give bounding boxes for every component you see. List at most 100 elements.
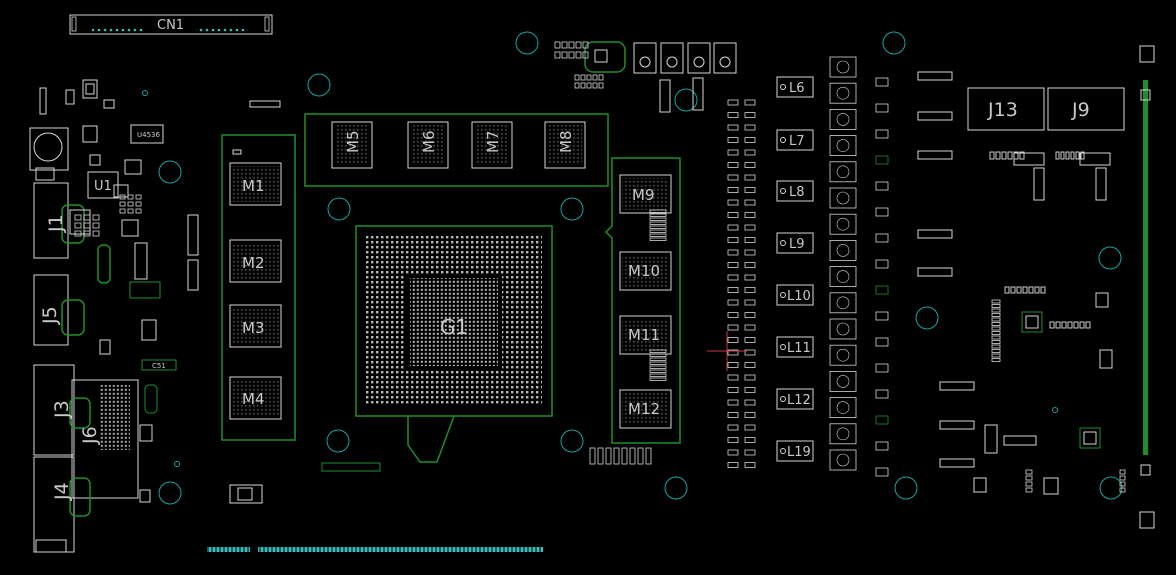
passive-components[interactable]: [74, 41, 1126, 493]
resistor[interactable]: [83, 214, 91, 221]
capacitor[interactable]: [875, 103, 889, 113]
resistor[interactable]: [744, 337, 756, 343]
resistor[interactable]: [649, 353, 667, 357]
resistor[interactable]: [598, 74, 604, 81]
resistor[interactable]: [127, 208, 134, 214]
resistor[interactable]: [649, 221, 667, 225]
memory-chip-m11[interactable]: M11: [619, 315, 672, 355]
resistor[interactable]: [582, 41, 589, 49]
resistor[interactable]: [127, 201, 134, 207]
resistor[interactable]: [1065, 151, 1070, 160]
resistor[interactable]: [744, 424, 756, 431]
resistor[interactable]: [92, 222, 100, 229]
memory-bank-left[interactable]: M1 M2 M3 M4: [221, 134, 296, 441]
resistor[interactable]: [1034, 286, 1040, 294]
resistor[interactable]: [727, 337, 739, 343]
resistor[interactable]: [649, 377, 667, 381]
capacitor[interactable]: [875, 415, 889, 425]
capacitor[interactable]: [875, 337, 889, 347]
resistor[interactable]: [1022, 286, 1028, 294]
memory-chip-m5[interactable]: M5: [331, 121, 373, 169]
mosfet[interactable]: [829, 213, 857, 235]
resistor[interactable]: [744, 274, 756, 281]
inductor-l8[interactable]: L8: [776, 180, 814, 202]
resistor[interactable]: [744, 312, 756, 318]
resistor[interactable]: [649, 361, 667, 365]
mosfet[interactable]: [829, 266, 857, 288]
mosfet[interactable]: [829, 239, 857, 261]
capacitor[interactable]: [875, 363, 889, 373]
inductor-l7[interactable]: L7: [776, 129, 814, 151]
resistor[interactable]: [1016, 286, 1022, 294]
resistor[interactable]: [1055, 321, 1061, 329]
resistor[interactable]: [727, 287, 739, 293]
resistor[interactable]: [727, 149, 739, 156]
resistor[interactable]: [991, 326, 1001, 331]
mosfet[interactable]: [829, 82, 857, 104]
memory-chip-m7[interactable]: M7: [471, 121, 513, 169]
resistor[interactable]: [1055, 151, 1060, 160]
resistor[interactable]: [727, 374, 739, 381]
resistor[interactable]: [727, 112, 739, 118]
resistor[interactable]: [744, 237, 756, 243]
mosfet[interactable]: [829, 56, 857, 78]
resistor[interactable]: [744, 362, 756, 368]
resistor[interactable]: [574, 82, 580, 89]
inductor-l9[interactable]: L9: [776, 232, 814, 254]
resistor[interactable]: [991, 331, 1001, 335]
resistor[interactable]: [649, 225, 667, 229]
resistor[interactable]: [1040, 286, 1046, 294]
resistor[interactable]: [744, 387, 756, 393]
mosfet[interactable]: [829, 449, 857, 471]
resistor[interactable]: [744, 199, 756, 206]
capacitor[interactable]: [875, 467, 889, 477]
resistor[interactable]: [1073, 321, 1079, 329]
resistor[interactable]: [989, 151, 995, 160]
resistor[interactable]: [744, 287, 756, 293]
resistor[interactable]: [92, 214, 100, 221]
resistor[interactable]: [727, 274, 739, 281]
resistor[interactable]: [629, 447, 636, 465]
resistor[interactable]: [1019, 151, 1025, 160]
resistor[interactable]: [649, 213, 667, 217]
resistor[interactable]: [744, 99, 756, 106]
memory-chip-m4[interactable]: M4: [229, 376, 282, 420]
resistor[interactable]: [1049, 321, 1055, 329]
resistor[interactable]: [649, 373, 667, 377]
resistor[interactable]: [592, 82, 598, 89]
capacitor[interactable]: [875, 259, 889, 269]
resistor[interactable]: [991, 304, 1001, 308]
resistor[interactable]: [135, 208, 142, 214]
resistor[interactable]: [744, 112, 756, 118]
resistor[interactable]: [135, 194, 142, 200]
resistor[interactable]: [1085, 321, 1091, 329]
resistor[interactable]: [995, 151, 1001, 160]
resistor[interactable]: [649, 237, 667, 241]
resistor[interactable]: [1060, 151, 1065, 160]
resistor[interactable]: [1067, 321, 1073, 329]
resistor[interactable]: [92, 230, 100, 237]
resistor[interactable]: [1119, 487, 1126, 493]
resistor[interactable]: [127, 194, 134, 200]
inductor-l6[interactable]: L6: [776, 76, 814, 98]
resistor[interactable]: [727, 174, 739, 181]
capacitor[interactable]: [875, 155, 889, 165]
capacitor[interactable]: [875, 77, 889, 87]
resistor[interactable]: [621, 447, 628, 465]
resistor[interactable]: [744, 174, 756, 181]
resistor[interactable]: [727, 349, 739, 356]
mosfet[interactable]: [829, 161, 857, 183]
resistor[interactable]: [1028, 286, 1034, 294]
resistor[interactable]: [1034, 286, 1040, 294]
resistor[interactable]: [1085, 321, 1091, 329]
resistor[interactable]: [74, 214, 82, 221]
resistor[interactable]: [1060, 151, 1065, 160]
resistor[interactable]: [1055, 321, 1061, 329]
resistor[interactable]: [727, 187, 739, 193]
resistor[interactable]: [727, 424, 739, 431]
resistor[interactable]: [744, 212, 756, 218]
inductor-l12[interactable]: L12: [776, 388, 814, 410]
resistor[interactable]: [727, 124, 739, 131]
memory-chip-m6[interactable]: M6: [407, 121, 449, 169]
